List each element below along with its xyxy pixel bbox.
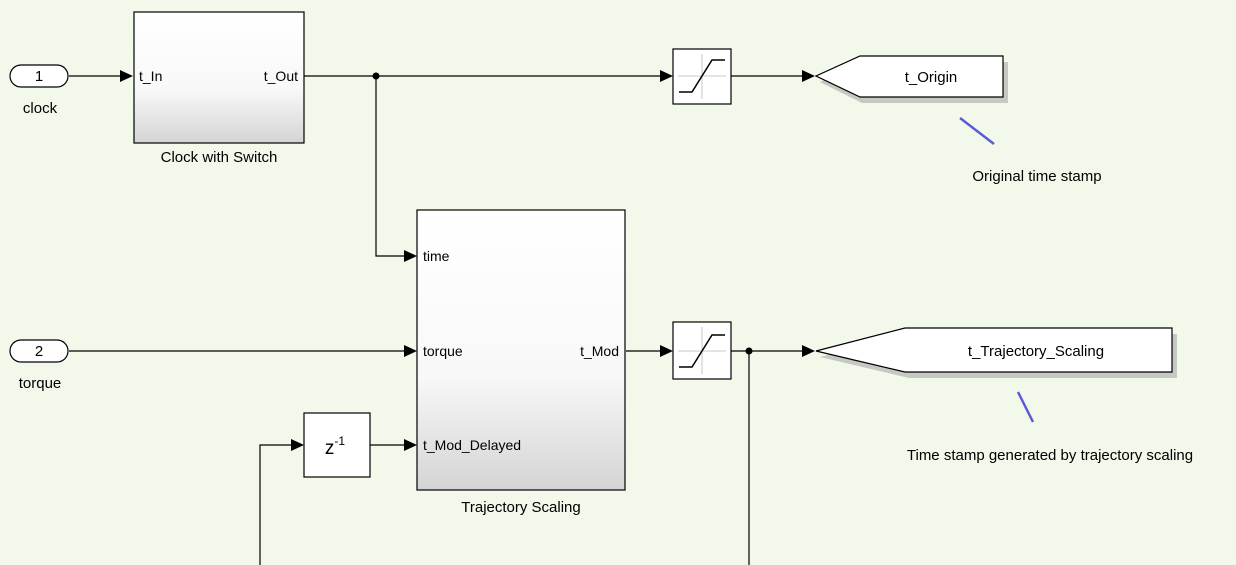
inport-torque-label: torque bbox=[19, 375, 62, 392]
port-t-mod-delayed-label: t_Mod_Delayed bbox=[423, 437, 521, 453]
saturation-block-2[interactable] bbox=[672, 321, 732, 380]
arrow-sat2-in bbox=[660, 345, 673, 357]
goto-t-trajectory-scaling-label: t_Trajectory_Scaling bbox=[968, 343, 1104, 360]
wire-feedback-in[interactable] bbox=[259, 444, 291, 565]
arrow-delay-in bbox=[291, 439, 304, 451]
inport-torque-number: 2 bbox=[35, 343, 43, 360]
clock-with-switch-block[interactable]: t_In t_Out bbox=[133, 11, 305, 144]
unit-delay-block[interactable]: z-1 bbox=[303, 412, 371, 478]
goto-t-origin-label: t_Origin bbox=[905, 69, 958, 86]
port-t-out-label: t_Out bbox=[264, 68, 298, 84]
unit-delay-label: z-1 bbox=[325, 434, 345, 459]
saturation-icon bbox=[679, 59, 725, 93]
annotation-connector-2 bbox=[1016, 391, 1035, 423]
unit-delay-exponent: -1 bbox=[334, 434, 345, 448]
inport-torque[interactable]: 2 bbox=[9, 339, 69, 363]
trajectory-scaling-title: Trajectory Scaling bbox=[461, 499, 581, 516]
annotation-trajectory-time-stamp: Time stamp generated by trajectory scali… bbox=[907, 447, 1193, 464]
clock-with-switch-title: Clock with Switch bbox=[161, 149, 278, 166]
signal-lines bbox=[69, 70, 815, 565]
arrow-time-in bbox=[404, 250, 417, 262]
arrow-sat1-in bbox=[660, 70, 673, 82]
arrow-tmoddelayed-in bbox=[404, 439, 417, 451]
arrow-goto1-in bbox=[802, 70, 815, 82]
inport-clock-label: clock bbox=[23, 100, 58, 117]
port-time-label: time bbox=[423, 248, 450, 264]
saturation-block-1[interactable] bbox=[672, 48, 732, 105]
trajectory-scaling-block[interactable]: time torque t_Mod_Delayed t_Mod bbox=[416, 209, 626, 491]
annotation-connector-1 bbox=[959, 117, 995, 145]
inport-clock-number: 1 bbox=[35, 68, 43, 85]
inport-clock[interactable]: 1 bbox=[9, 64, 69, 88]
wire-branch-time[interactable] bbox=[375, 76, 404, 257]
goto-t-trajectory-scaling[interactable]: t_Trajectory_Scaling bbox=[815, 327, 1177, 378]
goto-t-origin[interactable]: t_Origin bbox=[814, 55, 1008, 103]
unit-delay-base: z bbox=[325, 438, 335, 459]
saturation-icon bbox=[679, 334, 725, 368]
arrow-torque-in bbox=[404, 345, 417, 357]
port-t-in-label: t_In bbox=[139, 68, 162, 84]
port-torque-label: torque bbox=[423, 343, 463, 359]
annotation-original-time-stamp: Original time stamp bbox=[972, 168, 1101, 185]
junction-t-out bbox=[372, 72, 380, 80]
arrow-goto2-in bbox=[802, 345, 815, 357]
arrow-clock-in bbox=[120, 70, 133, 82]
port-t-mod-label: t_Mod bbox=[580, 343, 619, 359]
